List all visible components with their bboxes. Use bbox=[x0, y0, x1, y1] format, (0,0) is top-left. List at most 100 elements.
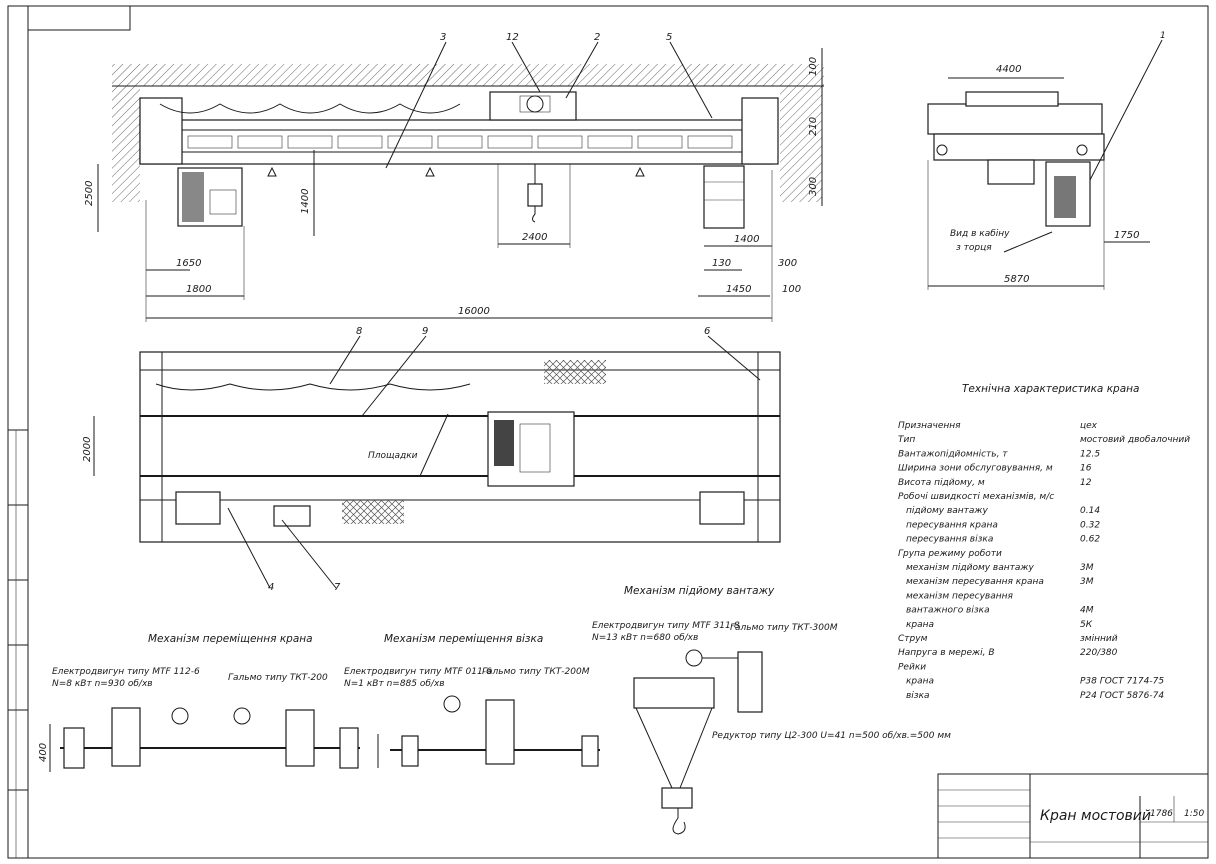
dim-roof-clear: 100 bbox=[808, 57, 819, 76]
girder-panel bbox=[287, 135, 333, 149]
spec-row-name: крана bbox=[906, 620, 934, 630]
front-view-dimensions: 16000 2400 1650 1800 1400 1450 130 300 1… bbox=[84, 48, 823, 322]
dim-rail-lower: 300 bbox=[808, 177, 819, 196]
plan-walkway-label: Площадки bbox=[368, 451, 418, 461]
spec-row-name: Тип bbox=[898, 435, 915, 445]
festoon-cable bbox=[159, 103, 461, 114]
dim-height-total: 2500 bbox=[84, 181, 95, 206]
spec-row-value: 12 bbox=[1080, 478, 1092, 488]
trolley-travel-motor-2: N=1 кВт n=885 об/хв bbox=[344, 679, 445, 689]
dim-mech-height: 400 bbox=[38, 743, 49, 762]
right-end-truck bbox=[741, 97, 779, 165]
dim-left-wheel-b: 1800 bbox=[186, 284, 211, 295]
girder-panel bbox=[437, 135, 483, 149]
mechanism-crane-travel: Механізм переміщення крана Електродвигун… bbox=[38, 633, 360, 772]
spec-row-name: крана bbox=[906, 677, 934, 687]
dim-right-wheel-b: 1450 bbox=[726, 284, 751, 295]
trolley-travel-coupling: Гальмо типу ТКТ-200М bbox=[482, 667, 590, 677]
spec-row-name: механізм пересування bbox=[906, 591, 1014, 601]
girder-panel bbox=[637, 135, 683, 149]
girder-panel bbox=[687, 135, 733, 149]
girder-panel bbox=[587, 135, 633, 149]
girder-panel bbox=[487, 135, 533, 149]
callout-3: 3 bbox=[440, 32, 446, 43]
crane-travel-motor-1: Електродвигун типу МТF 112-6 bbox=[52, 667, 200, 677]
spec-row-value: 5К bbox=[1080, 620, 1093, 630]
spec-row-name: візка bbox=[906, 691, 930, 701]
dim-hook-height: 1400 bbox=[300, 189, 311, 214]
technical-spec: Технічна характеристика крана Призначенн… bbox=[898, 383, 1190, 701]
spec-row-value: 4М bbox=[1080, 606, 1094, 616]
mechanism-hoist: Механізм підйому вантажу Електродвигун т… bbox=[592, 585, 951, 835]
front-view bbox=[112, 64, 824, 229]
spec-row-value: 0.62 bbox=[1080, 535, 1100, 545]
spec-row-value: 220/380 bbox=[1080, 648, 1118, 658]
front-callouts: 3 12 2 5 bbox=[385, 32, 713, 169]
hoist-motor-1: Електродвигун типу МТF 311-8 bbox=[592, 621, 740, 631]
dim-span: 16000 bbox=[458, 306, 490, 317]
dim-right-small-d: 100 bbox=[782, 284, 801, 295]
side-view-callout-line2: з торця bbox=[956, 243, 992, 253]
spec-row-value: 3М bbox=[1080, 563, 1094, 573]
spec-row-name: Група режиму роботи bbox=[898, 549, 1002, 559]
spec-row-name: механізм пересування крана bbox=[906, 577, 1044, 587]
title-block-name: Кран мостовий bbox=[1040, 808, 1151, 824]
hoist-coupling: Гальмо типу ТКТ-300М bbox=[730, 623, 838, 633]
girder-panel bbox=[537, 135, 583, 149]
spec-row-name: вантажного візка bbox=[906, 606, 990, 616]
crane-travel-title: Механізм переміщення крана bbox=[148, 633, 313, 645]
spec-row-value: мостовий двобалочний bbox=[1080, 435, 1190, 445]
hook-block bbox=[527, 183, 543, 207]
title-block-cell-2: 1:50 bbox=[1184, 809, 1204, 819]
callout-6: 6 bbox=[704, 326, 710, 337]
girder-panel bbox=[387, 135, 433, 149]
callout-1: 1 bbox=[1160, 31, 1166, 41]
title-block-cell-1: 1786 bbox=[1150, 809, 1173, 819]
dim-trolley-gauge: 2400 bbox=[522, 232, 547, 243]
dim-rail-height: 210 bbox=[808, 117, 819, 136]
spec-row-name: Ширина зони обслуговування, м bbox=[898, 464, 1053, 474]
girder-panel bbox=[187, 135, 233, 149]
spec-row-name: Робочі швидкості механізмів, м/с bbox=[898, 492, 1054, 502]
dim-left-wheel-a: 1650 bbox=[176, 258, 201, 269]
plan-view: 2000 Площадки 8 9 6 4 7 bbox=[82, 326, 781, 593]
spec-row-name: механізм підйому вантажу bbox=[906, 563, 1034, 573]
hoist-motor-2: N=13 кВт n=680 об/хв bbox=[592, 633, 698, 643]
callout-4: 4 bbox=[268, 582, 274, 593]
spec-row-value: 16 bbox=[1080, 464, 1092, 474]
dim-plan-width: 2000 bbox=[82, 437, 93, 462]
trolley-travel-motor-1: Електродвигун типу МТF 011-6 bbox=[344, 667, 492, 677]
spec-row-value: 3М bbox=[1080, 577, 1094, 587]
spec-row-name: Висота підйому, м bbox=[898, 478, 985, 488]
callout-12: 12 bbox=[506, 32, 519, 43]
dim-end-base: 5870 bbox=[1004, 274, 1029, 285]
title-block: Кран мостовий 1786 1:50 bbox=[937, 773, 1209, 859]
girder-panel bbox=[237, 135, 283, 149]
dim-right-wheel-a: 1400 bbox=[734, 234, 759, 245]
spec-row-value: змінний bbox=[1080, 634, 1118, 644]
spec-row-value: 12.5 bbox=[1080, 449, 1100, 459]
spec-row-value: цех bbox=[1080, 421, 1098, 431]
left-end-truck bbox=[139, 97, 183, 165]
mechanism-trolley-travel: Механізм переміщення візка Електродвигун… bbox=[344, 633, 600, 768]
dim-end-width: 4400 bbox=[996, 64, 1021, 75]
hoist-title: Механізм підйому вантажу bbox=[624, 585, 775, 597]
end-view: 4400 5870 1750 1 Вид в кабіну з торця bbox=[927, 31, 1166, 290]
spec-row-name: підйому вантажу bbox=[906, 506, 989, 516]
spec-row-value: Р38 ГОСТ 7174-75 bbox=[1080, 677, 1164, 687]
dim-cab-offset: 1750 bbox=[1114, 230, 1139, 241]
spec-row-name: пересування візка bbox=[906, 535, 993, 545]
spec-row-name: Струм bbox=[898, 634, 928, 644]
hoist-reducer: Редуктор типу Ц2-300 U=41 n=500 об/хв.=5… bbox=[712, 731, 951, 741]
spec-row-name: Вантажопідйомність, т bbox=[898, 449, 1008, 459]
spec-row-value: Р24 ГОСТ 5876-74 bbox=[1080, 691, 1164, 701]
spec-row-name: пересування крана bbox=[906, 520, 998, 530]
callout-8: 8 bbox=[356, 326, 362, 337]
callout-2: 2 bbox=[594, 32, 600, 43]
dim-right-small-a: 130 bbox=[712, 258, 731, 269]
callout-9: 9 bbox=[422, 326, 428, 337]
callout-7: 7 bbox=[334, 582, 341, 593]
sheet-frame bbox=[7, 5, 1209, 859]
side-view-callout-line1: Вид в кабіну bbox=[950, 229, 1010, 239]
